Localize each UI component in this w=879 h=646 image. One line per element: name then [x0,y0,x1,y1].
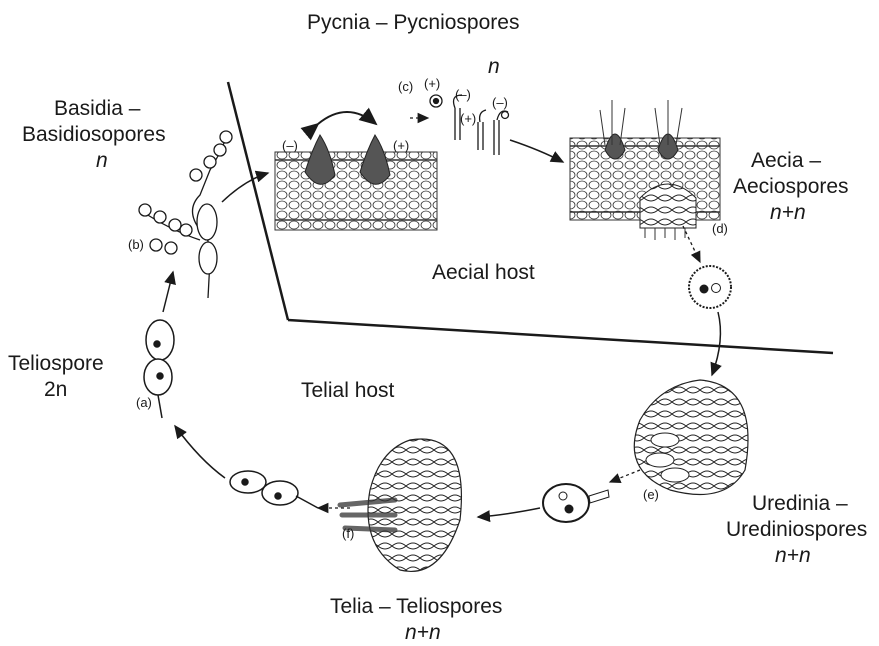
aecia-label: Aecia – [751,148,821,174]
telia-label: Telia – Teliospores [330,594,502,620]
uredinia-section [634,380,748,495]
arrow-urediniospore-to-telia [478,508,540,517]
telia-ploidy: n+n [405,620,441,646]
urediniospore [543,484,609,522]
basidia-label-line2: Basidiosopores [22,122,166,148]
arrow-teliospore-to-basidia [163,272,173,312]
telial-host-label: Telial host [301,378,394,404]
host-boundary-horizontal [288,320,833,353]
arrow-hyphae-to-aecia [510,140,563,162]
basidium-figure [139,131,232,298]
aeciospore [689,266,731,308]
telia-section [340,439,461,571]
basidia-ploidy: n [96,148,108,174]
arrow-basidia-to-pycnia [222,173,268,202]
marker-f: (f) [342,527,354,541]
marker-a: (a) [136,396,152,410]
teliospore-label: Teliospore [8,351,104,377]
mating-type-minus-left: (–) [282,139,298,153]
arrow-aeciospore-to-uredinia [712,312,720,375]
arrow-telia-to-teliospore-a [175,426,225,478]
uredinia-label-line2: Urediniospores [726,517,867,543]
basidia-label: Basidia – [54,96,140,122]
marker-c: (c) [398,80,413,94]
arrow-aecia-to-aeciospore [683,226,700,262]
mating-type-plus-hypha: (+) [460,112,476,126]
marker-e: (e) [643,488,659,502]
uredinia-label: Uredinia – [752,491,848,517]
germinating-teliospore [230,471,318,508]
teliospore-ploidy: 2n [44,377,67,403]
arrow-uredinia-to-urediniospore [610,470,640,482]
aecia-leaf-section [570,100,720,240]
mating-type-minus-hypha: (–) [455,88,471,102]
uredinia-ploidy: n+n [775,543,811,569]
marker-d: (d) [712,222,728,236]
mating-type-plus-spore: (+) [424,77,440,91]
mating-type-plus-left: (+) [393,139,409,153]
pycnia-label: Pycnia – Pycniospores [307,10,519,36]
aecial-host-label: Aecial host [432,260,535,286]
marker-b: (b) [128,238,144,252]
pycnia-ploidy: n [488,54,500,80]
pycnia-leaf-section [275,112,437,230]
mating-type-minus-hypha2: (–) [492,96,508,110]
aecia-ploidy: n+n [770,200,806,226]
aecia-label-line2: Aeciospores [733,174,849,200]
